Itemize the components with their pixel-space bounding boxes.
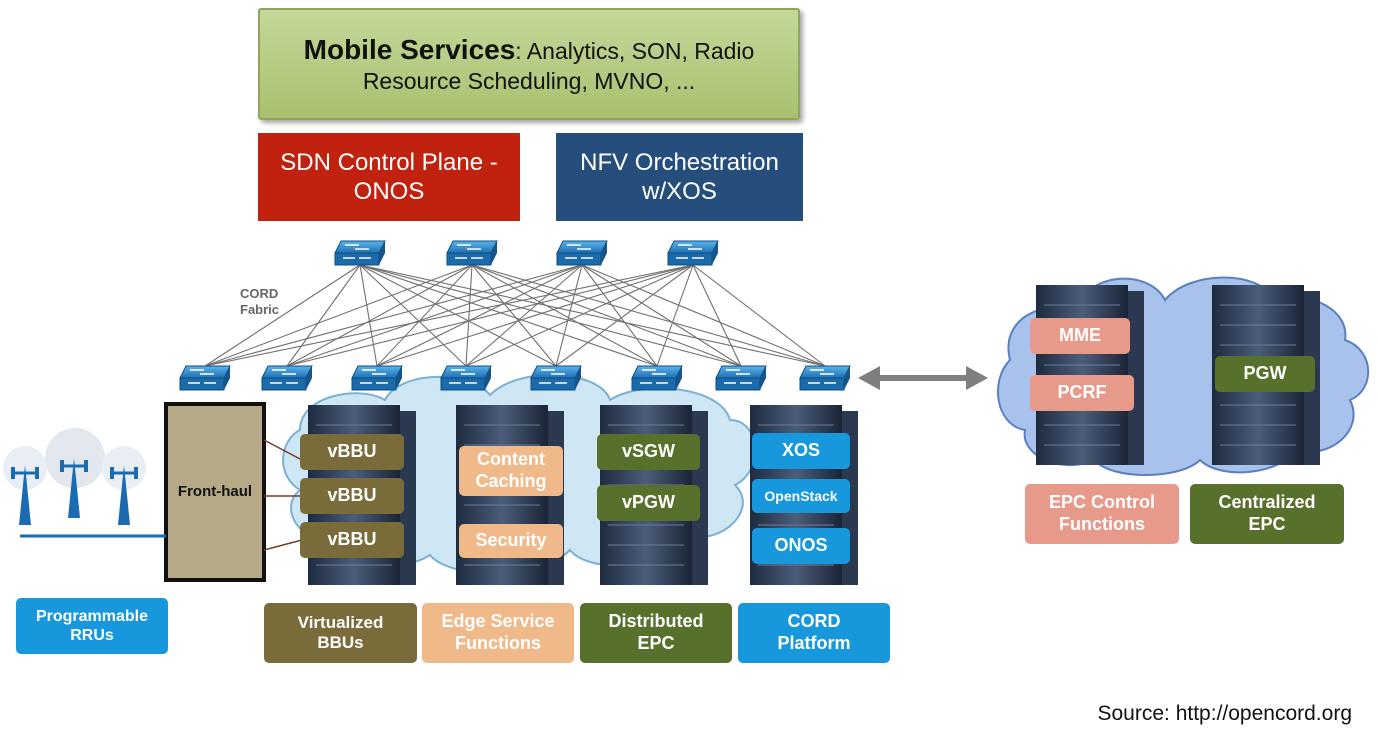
switch-icon — [179, 365, 231, 391]
content-label: Content — [477, 449, 545, 470]
virtualized-bbus-label: Virtualized BBUs — [264, 603, 417, 663]
central-line1: Centralized — [1218, 492, 1316, 513]
fabric-link — [204, 264, 361, 367]
fabric-link — [465, 264, 583, 367]
onos-tag: ONOS — [752, 528, 850, 564]
fronthaul-label: Front-haul — [177, 482, 253, 500]
switch-icon — [530, 365, 582, 391]
fabric-link — [376, 264, 473, 367]
centralized-epc-label: Centralized EPC — [1190, 484, 1344, 544]
cord-fabric-label: CORD Fabric — [240, 286, 279, 319]
fabric-link — [376, 264, 694, 367]
fabric-links — [204, 264, 826, 367]
fabric-link — [204, 264, 473, 367]
switch-icon — [799, 365, 851, 391]
source-citation: Source: http://opencord.org — [1097, 702, 1353, 725]
fabric-link — [286, 264, 361, 367]
edge-service-functions-label: Edge Service Functions — [422, 603, 574, 663]
epc-control-functions-label: EPC Control Functions — [1025, 484, 1179, 544]
rrus-line1: Programmable — [35, 607, 149, 625]
fabric-label-1: CORD — [240, 286, 279, 301]
switch-icon — [334, 240, 386, 266]
sdn-label-2: ONOS — [353, 178, 425, 205]
vbbu-tag: vBBU — [300, 478, 404, 514]
switch-icon — [446, 240, 498, 266]
double-arrow-icon — [858, 366, 988, 390]
switch-icon — [667, 240, 719, 266]
sdn-label: SDN Control Plane - — [280, 148, 498, 176]
nfv-label-2: w/XOS — [642, 178, 717, 205]
xos-tag: XOS — [752, 433, 850, 469]
distributed-epc-label: Distributed EPC — [580, 603, 732, 663]
depc-line2: EPC — [637, 633, 675, 653]
fronthaul-box — [164, 402, 266, 582]
switch-icon — [631, 365, 683, 391]
mme-tag: MME — [1030, 318, 1130, 354]
edge-line1: Edge Service — [441, 611, 555, 632]
mobile-services-title: Mobile Services — [303, 33, 516, 65]
nfv-label: NFV Orchestration — [580, 148, 779, 176]
fabric-link — [692, 264, 742, 367]
fabric-link — [581, 264, 658, 367]
fabric-link — [359, 264, 557, 367]
fabric-link — [204, 264, 583, 367]
vpgw-tag: vPGW — [597, 485, 700, 521]
fabric-link — [471, 264, 826, 367]
fabric-link — [471, 264, 742, 367]
vbbus-line1: Virtualized — [297, 612, 384, 632]
fabric-link — [359, 264, 467, 367]
security-tag: Security — [459, 524, 563, 558]
mobile-services-list: : Analytics, SON, Radio — [515, 37, 755, 64]
fabric-link — [359, 264, 378, 367]
programmable-rrus-label: Programmable RRUs — [16, 598, 168, 654]
fabric-link — [471, 264, 658, 367]
rrus-line2: RRUs — [70, 627, 114, 644]
pgw-tag: PGW — [1215, 356, 1315, 392]
openstack-tag: OpenStack — [752, 479, 850, 513]
radio-tower-icon — [3, 428, 146, 527]
fabric-link — [692, 264, 826, 367]
vsgw-tag: vSGW — [597, 434, 700, 470]
fabric-label-2: Fabric — [240, 302, 280, 318]
fabric-link — [359, 264, 742, 367]
vbbu-tag: vBBU — [300, 434, 404, 470]
mobile-services-list-2: Resource Scheduling, MVNO, ... — [362, 68, 696, 95]
fabric-link — [555, 264, 694, 367]
switch-icon — [351, 365, 403, 391]
fabric-link — [286, 264, 694, 367]
cord-platform-label: CORD Platform — [738, 603, 890, 663]
fabric-link — [465, 264, 694, 367]
switch-icon — [556, 240, 608, 266]
depc-line1: Distributed — [608, 611, 704, 632]
fabric-link — [581, 264, 742, 367]
epcctrl-line1: EPC Control — [1049, 492, 1155, 513]
central-line2: EPC — [1248, 514, 1286, 534]
fabric-link — [471, 264, 557, 367]
epcctrl-line2: Functions — [1059, 514, 1145, 534]
fabric-link — [465, 264, 473, 367]
sdn-control-plane-box: SDN Control Plane - ONOS — [258, 133, 520, 221]
vbbu-tag: vBBU — [300, 522, 404, 558]
cord-line2: Platform — [777, 633, 851, 653]
fabric-link — [555, 264, 583, 367]
nfv-orchestration-box: NFV Orchestration w/XOS — [556, 133, 803, 221]
content-caching-tag: Content Caching — [459, 446, 563, 496]
caching-label: Caching — [475, 471, 547, 491]
fabric-link — [359, 264, 826, 367]
fabric-link — [581, 264, 826, 367]
pcrf-tag: PCRF — [1030, 375, 1134, 411]
fabric-link — [656, 264, 694, 367]
fabric-link — [204, 264, 694, 367]
edge-line2: Functions — [455, 633, 541, 653]
switch-icon — [715, 365, 767, 391]
mobile-services-box: Mobile Services: Analytics, SON, Radio R… — [258, 8, 800, 120]
fabric-link — [376, 264, 583, 367]
fabric-link — [286, 264, 473, 367]
cord-line1: CORD — [787, 611, 841, 632]
fabric-link — [359, 264, 658, 367]
switch-icon — [261, 365, 313, 391]
vbbus-line2: BBUs — [317, 633, 364, 652]
switch-icon — [440, 365, 492, 391]
fabric-link — [286, 264, 583, 367]
